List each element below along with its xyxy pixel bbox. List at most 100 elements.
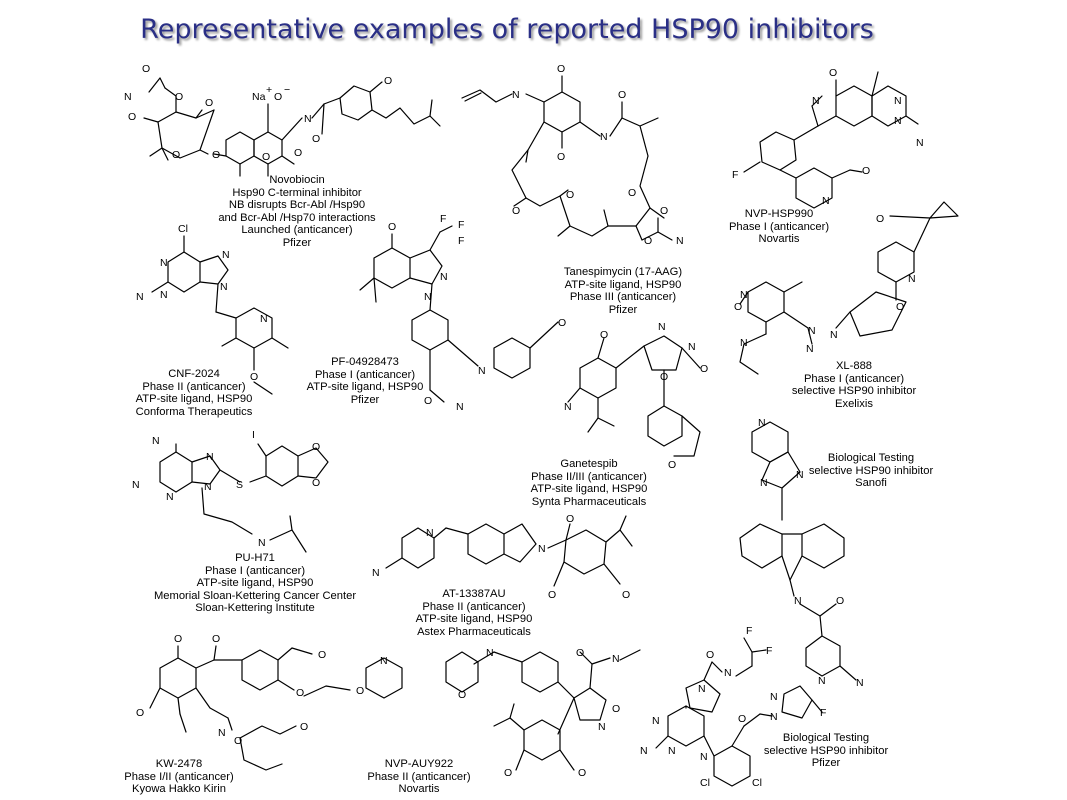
bond-line bbox=[277, 679, 295, 691]
atom-label: O bbox=[557, 63, 565, 75]
caption-line: Phase III (anticancer) bbox=[569, 291, 677, 304]
caption-pu-h71: PU-H71 Phase I (anticancer) ATP-site lig… bbox=[150, 552, 360, 615]
bond-line bbox=[297, 447, 329, 479]
bond-line bbox=[783, 281, 803, 293]
bond-line bbox=[473, 651, 495, 665]
bond-line bbox=[641, 231, 659, 241]
bond-line bbox=[439, 225, 453, 233]
atom-label: N bbox=[770, 691, 778, 703]
pu-h71-structure: NN NN NI SO ON bbox=[132, 429, 329, 553]
bond-line bbox=[493, 337, 531, 379]
bond-line bbox=[589, 663, 593, 689]
bond-line bbox=[239, 737, 283, 771]
atom-label: N bbox=[424, 291, 432, 303]
bond-line bbox=[761, 451, 801, 489]
atom-label: N bbox=[486, 647, 494, 659]
bond-line bbox=[789, 579, 795, 597]
atom-label: N bbox=[770, 711, 778, 723]
atom-label: O bbox=[628, 187, 636, 199]
atom-label: O bbox=[557, 151, 565, 163]
bond-line bbox=[781, 555, 791, 581]
bond-line bbox=[195, 687, 229, 719]
atom-label: F bbox=[746, 625, 752, 637]
bond-line bbox=[603, 209, 609, 227]
bond-line bbox=[639, 117, 659, 127]
bond-line bbox=[547, 539, 567, 549]
bond-line bbox=[795, 167, 833, 209]
caption-line: NB disrupts Bcr-Abl /Hsp90 bbox=[228, 199, 366, 212]
caption-line: Kyowa Hakko Kirin bbox=[132, 783, 226, 796]
bond-line bbox=[525, 93, 545, 103]
bond-line bbox=[557, 697, 575, 735]
bond-line bbox=[177, 697, 181, 715]
bond-line bbox=[369, 81, 383, 93]
bond-line bbox=[703, 661, 713, 681]
atom-label: N bbox=[724, 667, 732, 679]
bond-line bbox=[685, 679, 721, 713]
bond-line bbox=[647, 405, 683, 447]
bond-line bbox=[877, 241, 915, 283]
atom-label: F bbox=[766, 645, 772, 657]
bond-line bbox=[711, 661, 723, 673]
bond-line bbox=[271, 337, 289, 349]
caption-xl-888: XL-888 Phase I (anticancer) selective HS… bbox=[784, 360, 924, 410]
atom-label: O bbox=[296, 687, 304, 699]
bond-line bbox=[503, 523, 537, 563]
bond-line bbox=[735, 665, 753, 677]
caption-ganetespib: Ganetespib Phase II/III (anticancer) ATP… bbox=[514, 458, 664, 508]
bond-line bbox=[759, 713, 773, 717]
bond-line bbox=[783, 311, 809, 329]
caption-line: Tanespimycin (17-AAG) bbox=[563, 266, 683, 278]
bond-line bbox=[385, 557, 403, 569]
bond-line bbox=[253, 381, 273, 395]
bond-line bbox=[739, 291, 749, 305]
bond-line bbox=[281, 117, 303, 141]
atom-label: + bbox=[266, 84, 272, 96]
bond-line bbox=[321, 103, 325, 135]
caption-line: KW-2478 bbox=[155, 758, 203, 770]
bond-line bbox=[493, 651, 523, 663]
bond-line bbox=[195, 109, 203, 119]
atom-label: N bbox=[218, 727, 226, 739]
atom-label: N bbox=[740, 289, 748, 301]
bond-line bbox=[605, 529, 621, 543]
bond-line bbox=[805, 635, 841, 677]
bond-line bbox=[543, 91, 581, 133]
atom-label: N bbox=[512, 89, 520, 101]
atom-label: O bbox=[612, 703, 620, 715]
bond-line bbox=[525, 149, 529, 163]
atom-label: N bbox=[652, 715, 660, 727]
atom-label: O bbox=[700, 363, 708, 375]
caption-sanofi: Biological Testing selective HSP90 inhib… bbox=[800, 452, 942, 490]
atom-label: N bbox=[806, 343, 814, 355]
atom-label: O bbox=[424, 395, 432, 407]
bond-line bbox=[371, 107, 441, 127]
caption-line: ATP-site ligand, HSP90 bbox=[415, 613, 533, 626]
atom-label: O bbox=[274, 91, 282, 103]
bond-line bbox=[849, 291, 907, 337]
atom-label: O bbox=[829, 67, 837, 79]
atom-label: N bbox=[640, 745, 648, 757]
atom-label: O bbox=[504, 767, 512, 779]
atom-label: O bbox=[578, 767, 586, 779]
atom-label: O bbox=[205, 97, 213, 109]
bond-line bbox=[365, 657, 403, 699]
bond-line bbox=[445, 651, 479, 693]
atom-label: F bbox=[440, 213, 446, 225]
caption-line: Phase I (anticancer) bbox=[314, 368, 416, 381]
bond-line bbox=[409, 249, 443, 285]
bond-line bbox=[747, 281, 785, 323]
bond-line bbox=[563, 529, 607, 575]
atom-label: − bbox=[284, 84, 290, 96]
bond-line bbox=[511, 121, 545, 199]
atom-label: Cl bbox=[178, 223, 188, 235]
atom-label: O bbox=[172, 149, 180, 161]
bond-line bbox=[429, 283, 433, 311]
bond-line bbox=[789, 555, 803, 581]
atom-label: O bbox=[175, 91, 183, 103]
caption-line: ATP-site ligand, HSP90 bbox=[306, 381, 424, 394]
atom-label: N bbox=[916, 137, 924, 149]
caption-line: Pfizer bbox=[282, 236, 312, 249]
